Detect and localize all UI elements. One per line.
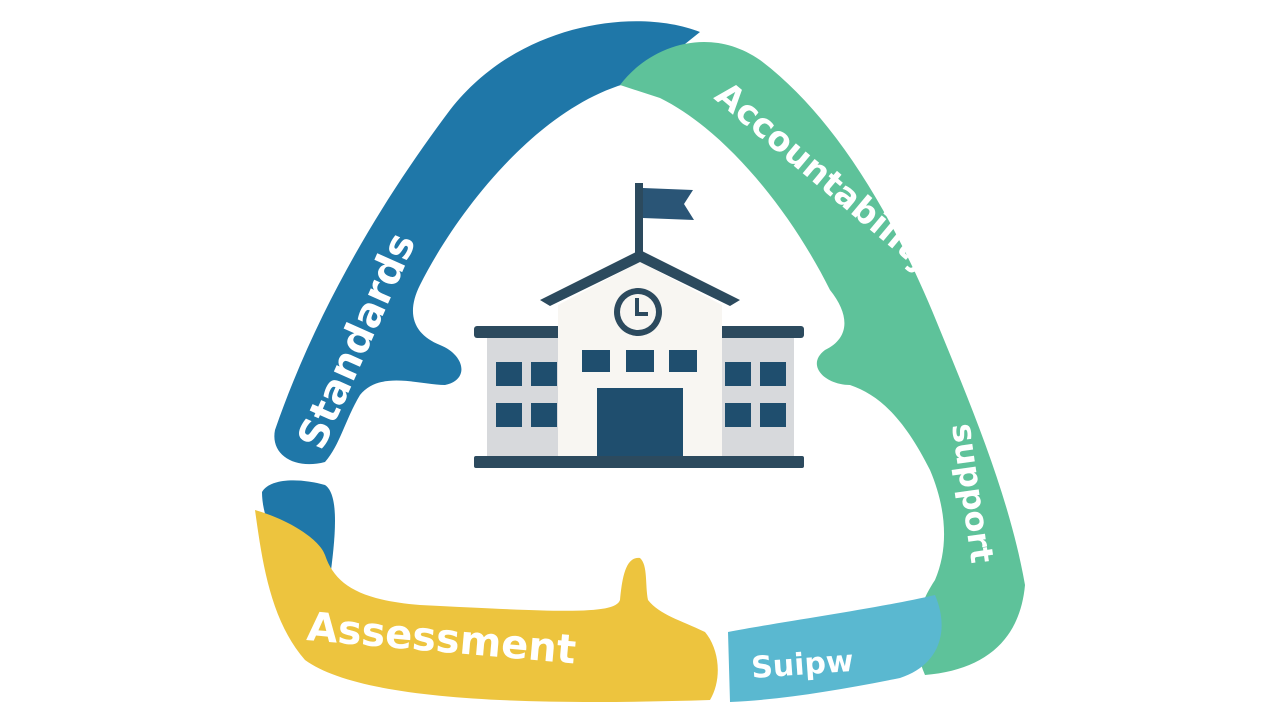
support-small-label: Suipw (750, 644, 855, 686)
accountability-segment (620, 41, 1025, 675)
support-small-segment (728, 595, 942, 702)
assessment-segment (255, 510, 718, 702)
school-building-icon (474, 183, 804, 468)
standards-segment (274, 21, 700, 465)
